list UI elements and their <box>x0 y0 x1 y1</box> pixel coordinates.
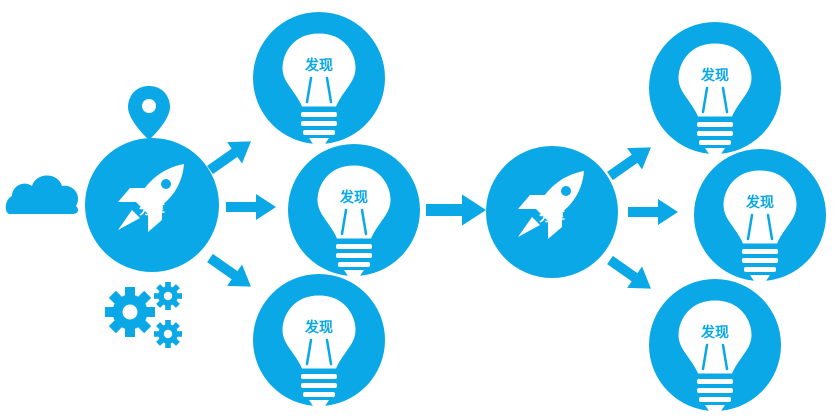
share-label-2: 分享 <box>538 210 566 225</box>
share-label-1: 分享 <box>138 203 166 218</box>
discover-node-3 <box>253 274 385 408</box>
share-node-2 <box>486 146 618 278</box>
arrow-icon <box>202 247 259 298</box>
arrow-icon <box>628 199 678 225</box>
discover-node-4 <box>649 22 781 156</box>
arrow-icon <box>602 249 659 300</box>
arrow-icon <box>602 136 659 187</box>
discover-label-6: 发现 <box>701 325 729 341</box>
discover-label-4: 发现 <box>701 68 729 84</box>
location-pin-icon <box>128 86 170 140</box>
gears-icon <box>105 282 182 348</box>
discover-label-1: 发现 <box>305 58 333 74</box>
arrow-icon <box>426 194 486 226</box>
discover-node-2 <box>288 144 420 278</box>
discover-node-5 <box>694 149 826 283</box>
arrow-icon <box>226 194 276 220</box>
discover-node-1 <box>253 12 385 146</box>
discover-label-5: 发现 <box>746 195 774 211</box>
cloud-icon <box>5 175 79 214</box>
discover-label-2: 发现 <box>340 190 368 206</box>
share-node-1 <box>85 138 219 272</box>
discover-node-6 <box>649 279 781 413</box>
discover-label-3: 发现 <box>305 320 333 336</box>
